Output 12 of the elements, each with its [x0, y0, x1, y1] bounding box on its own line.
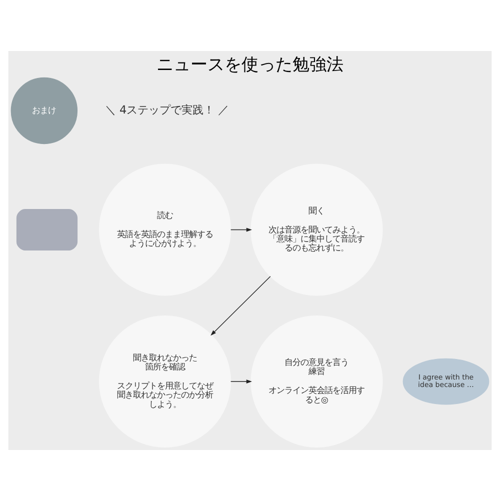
node-circle: 自分の意見を言う練習 オンライン英会話を活用すると◎	[250, 314, 383, 448]
node-circle: 聞き取れなかった箇所を確認 スクリプトを用意してなぜ聞き取れなかったのか分析しよう。	[98, 314, 232, 448]
node-circle: 読む 英語を英語のまま理解するように心がけよう。	[98, 163, 232, 296]
label: ＼ 4ステップで実践！ ／	[104, 102, 230, 116]
arrow	[210, 276, 271, 336]
node-ellipse: I agree with the idea because …	[402, 358, 490, 404]
node-circle: 聞く 次は音源を聞いてみよう。「意味」に集中して音読するのも忘れずに。	[250, 163, 383, 296]
arrow	[230, 379, 252, 383]
node-circle: おまけ	[10, 76, 78, 144]
arrow	[230, 227, 252, 232]
diagram-title: ニュースを使った勉強法	[156, 54, 344, 74]
node-box	[16, 208, 78, 250]
